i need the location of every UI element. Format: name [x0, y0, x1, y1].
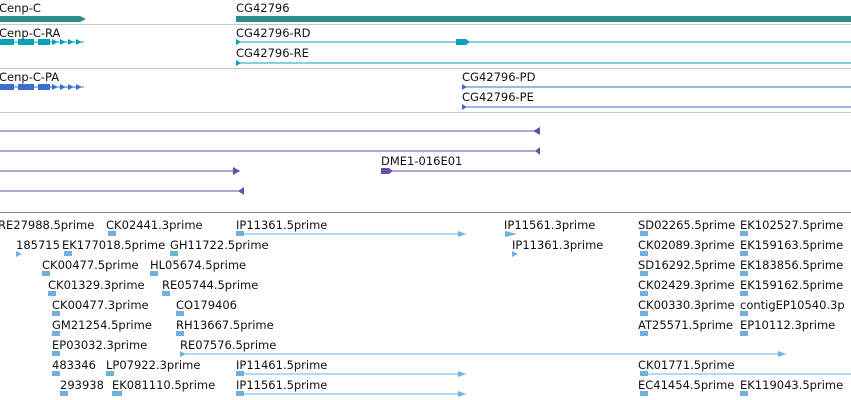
clone-glyph-4[interactable] — [0, 187, 244, 195]
est-label[interactable]: EP03032.3prime — [52, 338, 148, 352]
clone-glyph-1[interactable] — [0, 127, 540, 135]
est-label[interactable]: CK00330.3prime — [638, 298, 735, 312]
transcript-glyph-cg42796-rd[interactable] — [236, 39, 851, 45]
est-label[interactable]: CK01771.5prime — [638, 358, 735, 372]
clone-label-dme1[interactable]: DME1-016E01 — [381, 154, 463, 168]
protein-glyph-cg42796-pd[interactable] — [462, 84, 851, 90]
track-divider — [0, 68, 851, 69]
est-label[interactable]: CK00477.5prime — [42, 258, 139, 272]
transcript-label-cg42796-re[interactable]: CG42796-RE — [236, 46, 309, 60]
protein-label-cg42796-pd[interactable]: CG42796-PD — [462, 70, 536, 84]
protein-glyph-cenp-c-pa[interactable] — [0, 84, 84, 90]
est-label[interactable]: EK159162.5prime — [740, 278, 844, 292]
est-label[interactable]: IP11361.3prime — [512, 238, 604, 252]
est-label[interactable]: CK02441.3prime — [106, 218, 203, 232]
est-label[interactable]: HL05674.5prime — [150, 258, 247, 272]
est-label[interactable]: RE07576.5prime — [180, 338, 277, 352]
est-label[interactable]: EC41454.5prime — [638, 378, 735, 392]
est-label[interactable]: 483346 — [52, 358, 96, 372]
est-label[interactable]: EK159163.5prime — [740, 238, 844, 252]
track-divider — [0, 24, 851, 25]
est-label[interactable]: RE27988.5prime — [0, 218, 95, 232]
est-label[interactable]: 293938 — [60, 378, 104, 392]
est-label[interactable]: EK081110.5prime — [112, 378, 216, 392]
track-divider — [0, 212, 851, 213]
est-label[interactable]: CK02089.3prime — [638, 238, 735, 252]
est-label[interactable]: GM21254.5prime — [52, 318, 152, 332]
est-label[interactable]: RH13667.5prime — [176, 318, 274, 332]
est-label[interactable]: IP11361.5prime — [236, 218, 328, 232]
gene-bar-cenp-c[interactable] — [0, 16, 86, 22]
est-label[interactable]: SD02265.5prime — [638, 218, 736, 232]
est-label[interactable]: contigEP10540.3p — [740, 298, 845, 312]
est-label[interactable]: CO179406 — [176, 298, 237, 312]
protein-label-cenp-c-pa[interactable]: Cenp-C-PA — [0, 70, 60, 84]
est-glyphs[interactable] — [16, 231, 851, 397]
est-label[interactable]: CK00477.3prime — [52, 298, 149, 312]
est-label[interactable]: IP11561.3prime — [504, 218, 596, 232]
est-label[interactable]: RE05744.5prime — [162, 278, 259, 292]
est-label[interactable]: GH11722.5prime — [170, 238, 269, 252]
transcript-glyph-cg42796-re[interactable] — [236, 60, 851, 66]
est-label[interactable]: CK01329.3prime — [48, 278, 145, 292]
transcript-glyph-cenp-c-ra[interactable] — [0, 39, 84, 45]
protein-label-cg42796-pe[interactable]: CG42796-PE — [462, 90, 534, 104]
est-label[interactable]: EK177018.5prime — [62, 238, 166, 252]
est-label[interactable]: EP10112.3prime — [740, 318, 836, 332]
est-label[interactable]: EK119043.5prime — [740, 378, 844, 392]
est-label[interactable]: 185715 — [16, 238, 60, 252]
clone-glyph-dme1[interactable] — [0, 167, 851, 175]
est-label[interactable]: SD16292.5prime — [638, 258, 736, 272]
track-divider — [0, 112, 851, 113]
protein-glyph-cg42796-pe[interactable] — [462, 104, 851, 110]
transcript-label-cenp-c-ra[interactable]: Cenp-C-RA — [0, 26, 61, 40]
gene-bar-cg42796[interactable] — [236, 16, 851, 22]
gene-label-cg42796[interactable]: CG42796 — [236, 1, 290, 15]
est-label[interactable]: AT25571.5prime — [638, 318, 734, 332]
est-label[interactable]: IP11461.5prime — [236, 358, 328, 372]
transcript-label-cg42796-rd[interactable]: CG42796-RD — [236, 26, 311, 40]
gene-label-cenp-c[interactable]: Cenp-C — [0, 1, 41, 15]
clone-glyph-2[interactable] — [0, 147, 540, 155]
est-label[interactable]: IP11561.5prime — [236, 378, 328, 392]
est-label[interactable]: CK02429.3prime — [638, 278, 735, 292]
est-label[interactable]: EK183856.5prime — [740, 258, 844, 272]
est-label[interactable]: EK102527.5prime — [740, 218, 844, 232]
est-label[interactable]: LP07922.3prime — [106, 358, 201, 372]
